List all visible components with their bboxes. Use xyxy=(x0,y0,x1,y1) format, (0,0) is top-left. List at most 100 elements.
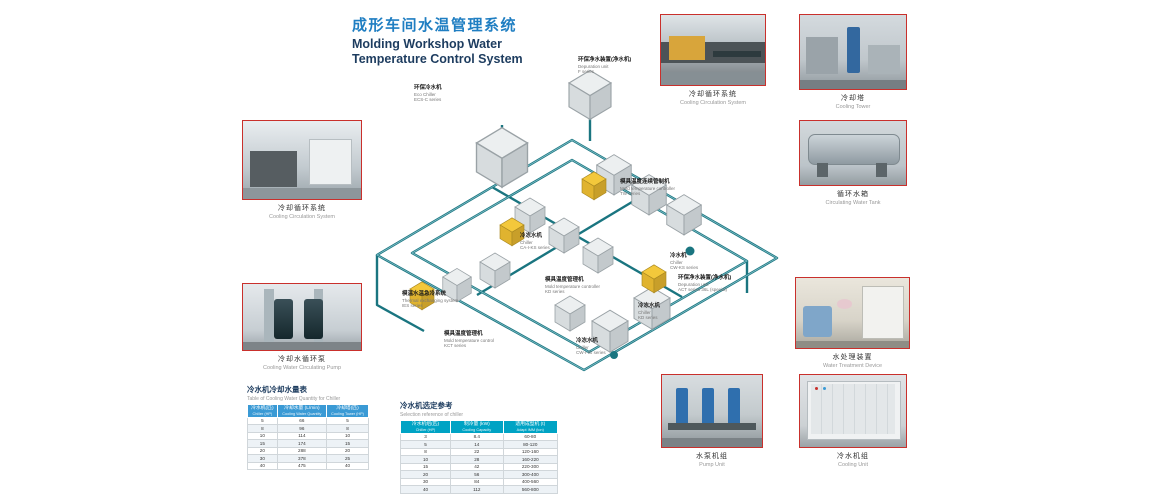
photo-card-top-tower: 冷却塔 Cooling Tower xyxy=(799,14,907,110)
label-en: Chiller xyxy=(520,239,533,245)
diagram-label-chiller-kd: 冷冻水机 Chiller KD series xyxy=(638,303,712,320)
label-series: KD series xyxy=(638,314,658,320)
table-cell: 20 xyxy=(247,446,278,456)
label-series: ACT series 36L (special) xyxy=(678,286,728,292)
pump-node xyxy=(610,351,618,359)
water-tank-photo xyxy=(799,120,907,186)
label-series: F series xyxy=(578,68,595,74)
ground-shape xyxy=(243,188,361,199)
table-cell: 8.4 xyxy=(450,432,504,442)
label-cn: 模具温度连续管制机 xyxy=(620,179,670,185)
label-en: Chiller xyxy=(638,309,651,315)
circulating-pump-photo xyxy=(242,283,362,351)
table-cell: 66 xyxy=(276,416,328,426)
table-cell: 20 xyxy=(326,446,369,456)
brochure-page: 成形车间水温管理系统 Molding Workshop Water Temper… xyxy=(242,14,910,494)
machinery-shape xyxy=(806,37,839,75)
diagram-label-chiller-cwig: 冷冻水机 Chiller CW-I-IG series xyxy=(576,338,650,355)
photo-caption-en: Cooling Tower xyxy=(835,104,871,110)
cooling-water-table: 冷水机(匹)Chiller (HP) 冷却水量 (L/min)Cooling W… xyxy=(247,404,369,471)
pipe-shape xyxy=(668,422,756,430)
label-series: KCT series xyxy=(444,342,467,348)
table-title-en: Table of Cooling Water Quantity for Chil… xyxy=(247,396,341,402)
table-cell: 40 xyxy=(399,485,452,494)
dosing-ball-shape xyxy=(836,299,853,309)
water-treatment-photo xyxy=(795,277,910,349)
photo-caption-cn: 冷却循环系统 xyxy=(689,91,737,98)
photo-caption-cn: 冷却水循环泵 xyxy=(278,356,326,363)
table-cell: 8 xyxy=(326,424,369,433)
label-en: Mold temperature controller xyxy=(620,185,676,191)
label-cn: 模具温度管理机 xyxy=(444,331,483,337)
diagram-label-thermal-exchange: 模温水温急冷系统 Thermal exchanging system IES s… xyxy=(402,291,476,308)
photo-card-right-treatment: 水处理装置 Water Treatment Device xyxy=(795,277,910,369)
equipment-units xyxy=(409,69,702,359)
table-cell: 96 xyxy=(276,424,328,433)
label-cn: 环保净水装置(净水机) xyxy=(578,57,632,63)
column-header: 冷水机(匹)Chiller (HP) xyxy=(247,404,278,418)
label-cn: 环保冷水机 xyxy=(414,85,442,91)
table-title-cn: 冷水机冷却水量表 xyxy=(247,385,307,394)
diagram-label-eco-chiller: 环保冷水机 Eco Chiller ECS-C series xyxy=(414,85,488,102)
table-cell: 10 xyxy=(399,455,452,464)
cabinet-panels-shape xyxy=(810,383,896,435)
pump-shape xyxy=(702,387,714,426)
photo-caption-en: Water Treatment Device xyxy=(822,363,883,369)
label-en: Thermal exchanging system xyxy=(402,297,459,303)
table-cell: 40 xyxy=(247,461,278,471)
table-cell: 40 xyxy=(326,461,369,471)
label-en: Mold temperature controller xyxy=(545,283,601,289)
tank-leg-shape xyxy=(816,163,828,178)
page-title-block: 成形车间水温管理系统 Molding Workshop Water Temper… xyxy=(352,14,523,67)
label-cn: 冷水机 xyxy=(670,253,687,259)
equipment-shape xyxy=(250,150,298,187)
table-cell: 5 xyxy=(399,440,452,449)
table-cell: 56 xyxy=(450,470,504,479)
table-cell: 30 xyxy=(247,454,278,463)
pump-node xyxy=(685,246,695,256)
label-en: Depuration unit xyxy=(678,281,709,287)
cooling-tower-photo xyxy=(799,14,907,90)
table-cell: 560-800 xyxy=(502,485,559,494)
table-cell: 10 xyxy=(326,431,369,441)
label-cn: 冷冻水机 xyxy=(520,233,543,239)
diagram-label-chiller-cwks: 冷水机 Chiller CW-KS series xyxy=(670,253,744,270)
pump-unit-photo xyxy=(661,374,763,448)
tank-leg-shape xyxy=(876,163,887,178)
column-header: 适用成型机 (t)Adapt IMM (ton) xyxy=(502,420,559,434)
pump-shape xyxy=(273,298,293,340)
label-en: Chiller xyxy=(670,259,683,265)
blue-tank-shape xyxy=(802,306,833,337)
table-cell: 30 xyxy=(399,477,452,487)
table-cell: 5 xyxy=(247,416,278,426)
table-title-en: Selection reference of chiller xyxy=(400,412,464,418)
photo-caption-cn: 冷却循环系统 xyxy=(278,205,326,212)
page-title-en: Molding Workshop Water Temperature Contr… xyxy=(352,37,523,67)
label-series: KD series xyxy=(545,288,565,294)
piping-diagram: 环保冷水机 Eco Chiller ECS-C series 环保净水装置(净水… xyxy=(352,55,802,390)
photo-caption-en: Cooling Circulation System xyxy=(268,214,336,220)
piping-diagram-svg xyxy=(375,69,779,372)
label-cn: 模具温度管理机 xyxy=(545,277,584,283)
label-series: CW-KS series xyxy=(670,264,699,270)
diagram-label-chiller-ca: 冷冻水机 Chiller CA-I-KS series xyxy=(520,233,594,250)
page-title-cn: 成形车间水温管理系统 xyxy=(352,17,518,34)
table-cell: 120-160 xyxy=(502,447,559,457)
table-cell: 84 xyxy=(450,477,504,487)
pump-shape xyxy=(304,298,324,340)
ground-shape xyxy=(243,342,361,350)
rooftop-circulation-photo xyxy=(660,14,766,86)
table-header-row: 冷水机(匹)Chiller (HP) 冷却水量 (L/min)Cooling W… xyxy=(247,404,369,418)
pipe-shape xyxy=(264,289,274,343)
label-series: ECS-C series xyxy=(414,96,442,102)
